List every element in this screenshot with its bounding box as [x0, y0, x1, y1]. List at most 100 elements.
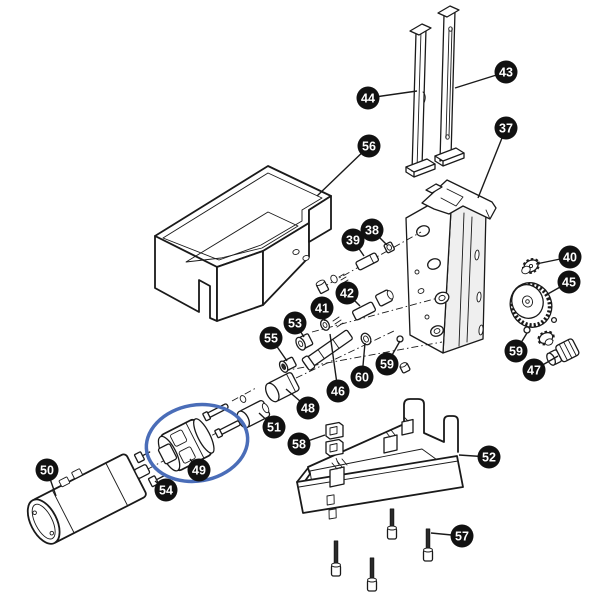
callout-number: 49	[192, 463, 206, 477]
callout-38: 38	[360, 218, 388, 246]
callout-balloon	[187, 458, 211, 482]
callout-40: 40	[535, 245, 582, 269]
callout-49: 49	[187, 458, 211, 482]
parts-layer	[26, 5, 580, 592]
callout-balloon	[522, 358, 546, 382]
callout-balloon	[341, 228, 365, 252]
part-52-base	[296, 398, 464, 520]
callout-balloon	[357, 134, 381, 158]
part-42-shaft-assembly	[319, 289, 394, 331]
callout-39: 39	[341, 228, 365, 257]
callout-number: 50	[40, 463, 54, 477]
limit-switch-bracket	[383, 429, 398, 454]
callout-number: 55	[264, 331, 278, 345]
callout-46: 46	[326, 333, 350, 403]
callout-balloon	[558, 245, 582, 269]
part-48-roller	[264, 372, 300, 403]
callout-balloon	[477, 445, 501, 469]
callout-54: 54	[154, 478, 178, 502]
part-bushing	[375, 289, 394, 307]
callout-55: 55	[259, 326, 288, 362]
callout-59: 59	[504, 332, 528, 363]
part-40-gear-clamp	[521, 257, 541, 275]
callout-number: 51	[267, 420, 281, 434]
callout-number: 59	[509, 344, 523, 358]
callout-balloon	[262, 415, 286, 439]
callout-37: 37	[477, 116, 518, 199]
callout-balloon	[335, 281, 359, 305]
callout-number: 52	[482, 450, 496, 464]
bolt	[366, 557, 378, 592]
callout-56: 56	[316, 134, 381, 197]
leader-line	[477, 127, 507, 199]
callout-number: 47	[527, 363, 541, 377]
part-39-pin-assembly	[315, 241, 395, 295]
part-56-cover	[154, 165, 332, 322]
callout-number: 57	[455, 529, 469, 543]
part-58-switch-blocks	[325, 421, 344, 471]
callout-number: 53	[288, 316, 302, 330]
limit-switch-bracket	[329, 458, 348, 488]
part-57-bolts	[330, 508, 434, 592]
callout-number: 37	[499, 121, 513, 135]
callout-52: 52	[458, 445, 501, 469]
callout-number: 58	[292, 437, 306, 451]
callout-47: 47	[522, 355, 559, 382]
callout-43: 43	[454, 60, 518, 89]
part-55-plug	[278, 356, 297, 373]
part-45-main-gear	[509, 282, 553, 328]
part-46-shaft	[301, 329, 353, 371]
callout-balloon	[259, 326, 283, 350]
part-44-rail	[405, 23, 436, 178]
callout-number: 42	[340, 286, 354, 300]
part-53-bearing	[295, 333, 314, 351]
callout-48: 48	[285, 388, 320, 420]
limit-switch-bracket	[401, 416, 414, 436]
callout-balloon	[450, 524, 474, 548]
callout-44: 44	[356, 86, 418, 110]
callout-45: 45	[545, 270, 581, 296]
callout-balloon	[494, 60, 518, 84]
callout-balloon	[35, 458, 59, 482]
callout-number: 60	[355, 370, 369, 384]
callout-42: 42	[335, 281, 361, 307]
callout-41: 41	[310, 296, 334, 322]
callout-balloon	[360, 218, 384, 242]
callout-balloon	[326, 379, 350, 403]
callout-number: 41	[315, 301, 329, 315]
callout-number: 59	[380, 357, 394, 371]
callout-60: 60	[350, 342, 374, 389]
part-46-shaft-assembly	[278, 329, 411, 374]
callout-balloon	[310, 296, 334, 320]
callout-number: 46	[331, 384, 345, 398]
part-ball-small	[550, 316, 558, 324]
callout-balloon	[557, 270, 581, 294]
callout-balloon	[154, 478, 178, 502]
callout-number: 43	[499, 65, 513, 79]
callout-number: 45	[562, 275, 576, 289]
leader-line	[316, 145, 370, 197]
callout-59: 59	[375, 340, 401, 376]
part-51-bushing	[236, 400, 271, 429]
callout-balloon	[287, 432, 311, 456]
callout-balloon	[350, 365, 374, 389]
part-50-motor	[26, 453, 151, 545]
part-60-ring	[360, 332, 372, 346]
callout-number: 38	[365, 223, 379, 237]
callout-balloon	[296, 396, 320, 420]
part-59-ball-right	[523, 326, 531, 334]
callout-53: 53	[283, 311, 307, 338]
part-49-coupler	[157, 418, 215, 472]
callout-balloon	[356, 86, 380, 110]
callout-number: 44	[361, 91, 375, 105]
callout-number: 40	[563, 250, 577, 264]
callout-number: 56	[362, 139, 376, 153]
callout-57: 57	[430, 524, 474, 548]
callout-balloon	[283, 311, 307, 335]
part-plug-small	[399, 362, 411, 374]
bolt	[386, 508, 398, 540]
callout-58: 58	[287, 432, 326, 456]
